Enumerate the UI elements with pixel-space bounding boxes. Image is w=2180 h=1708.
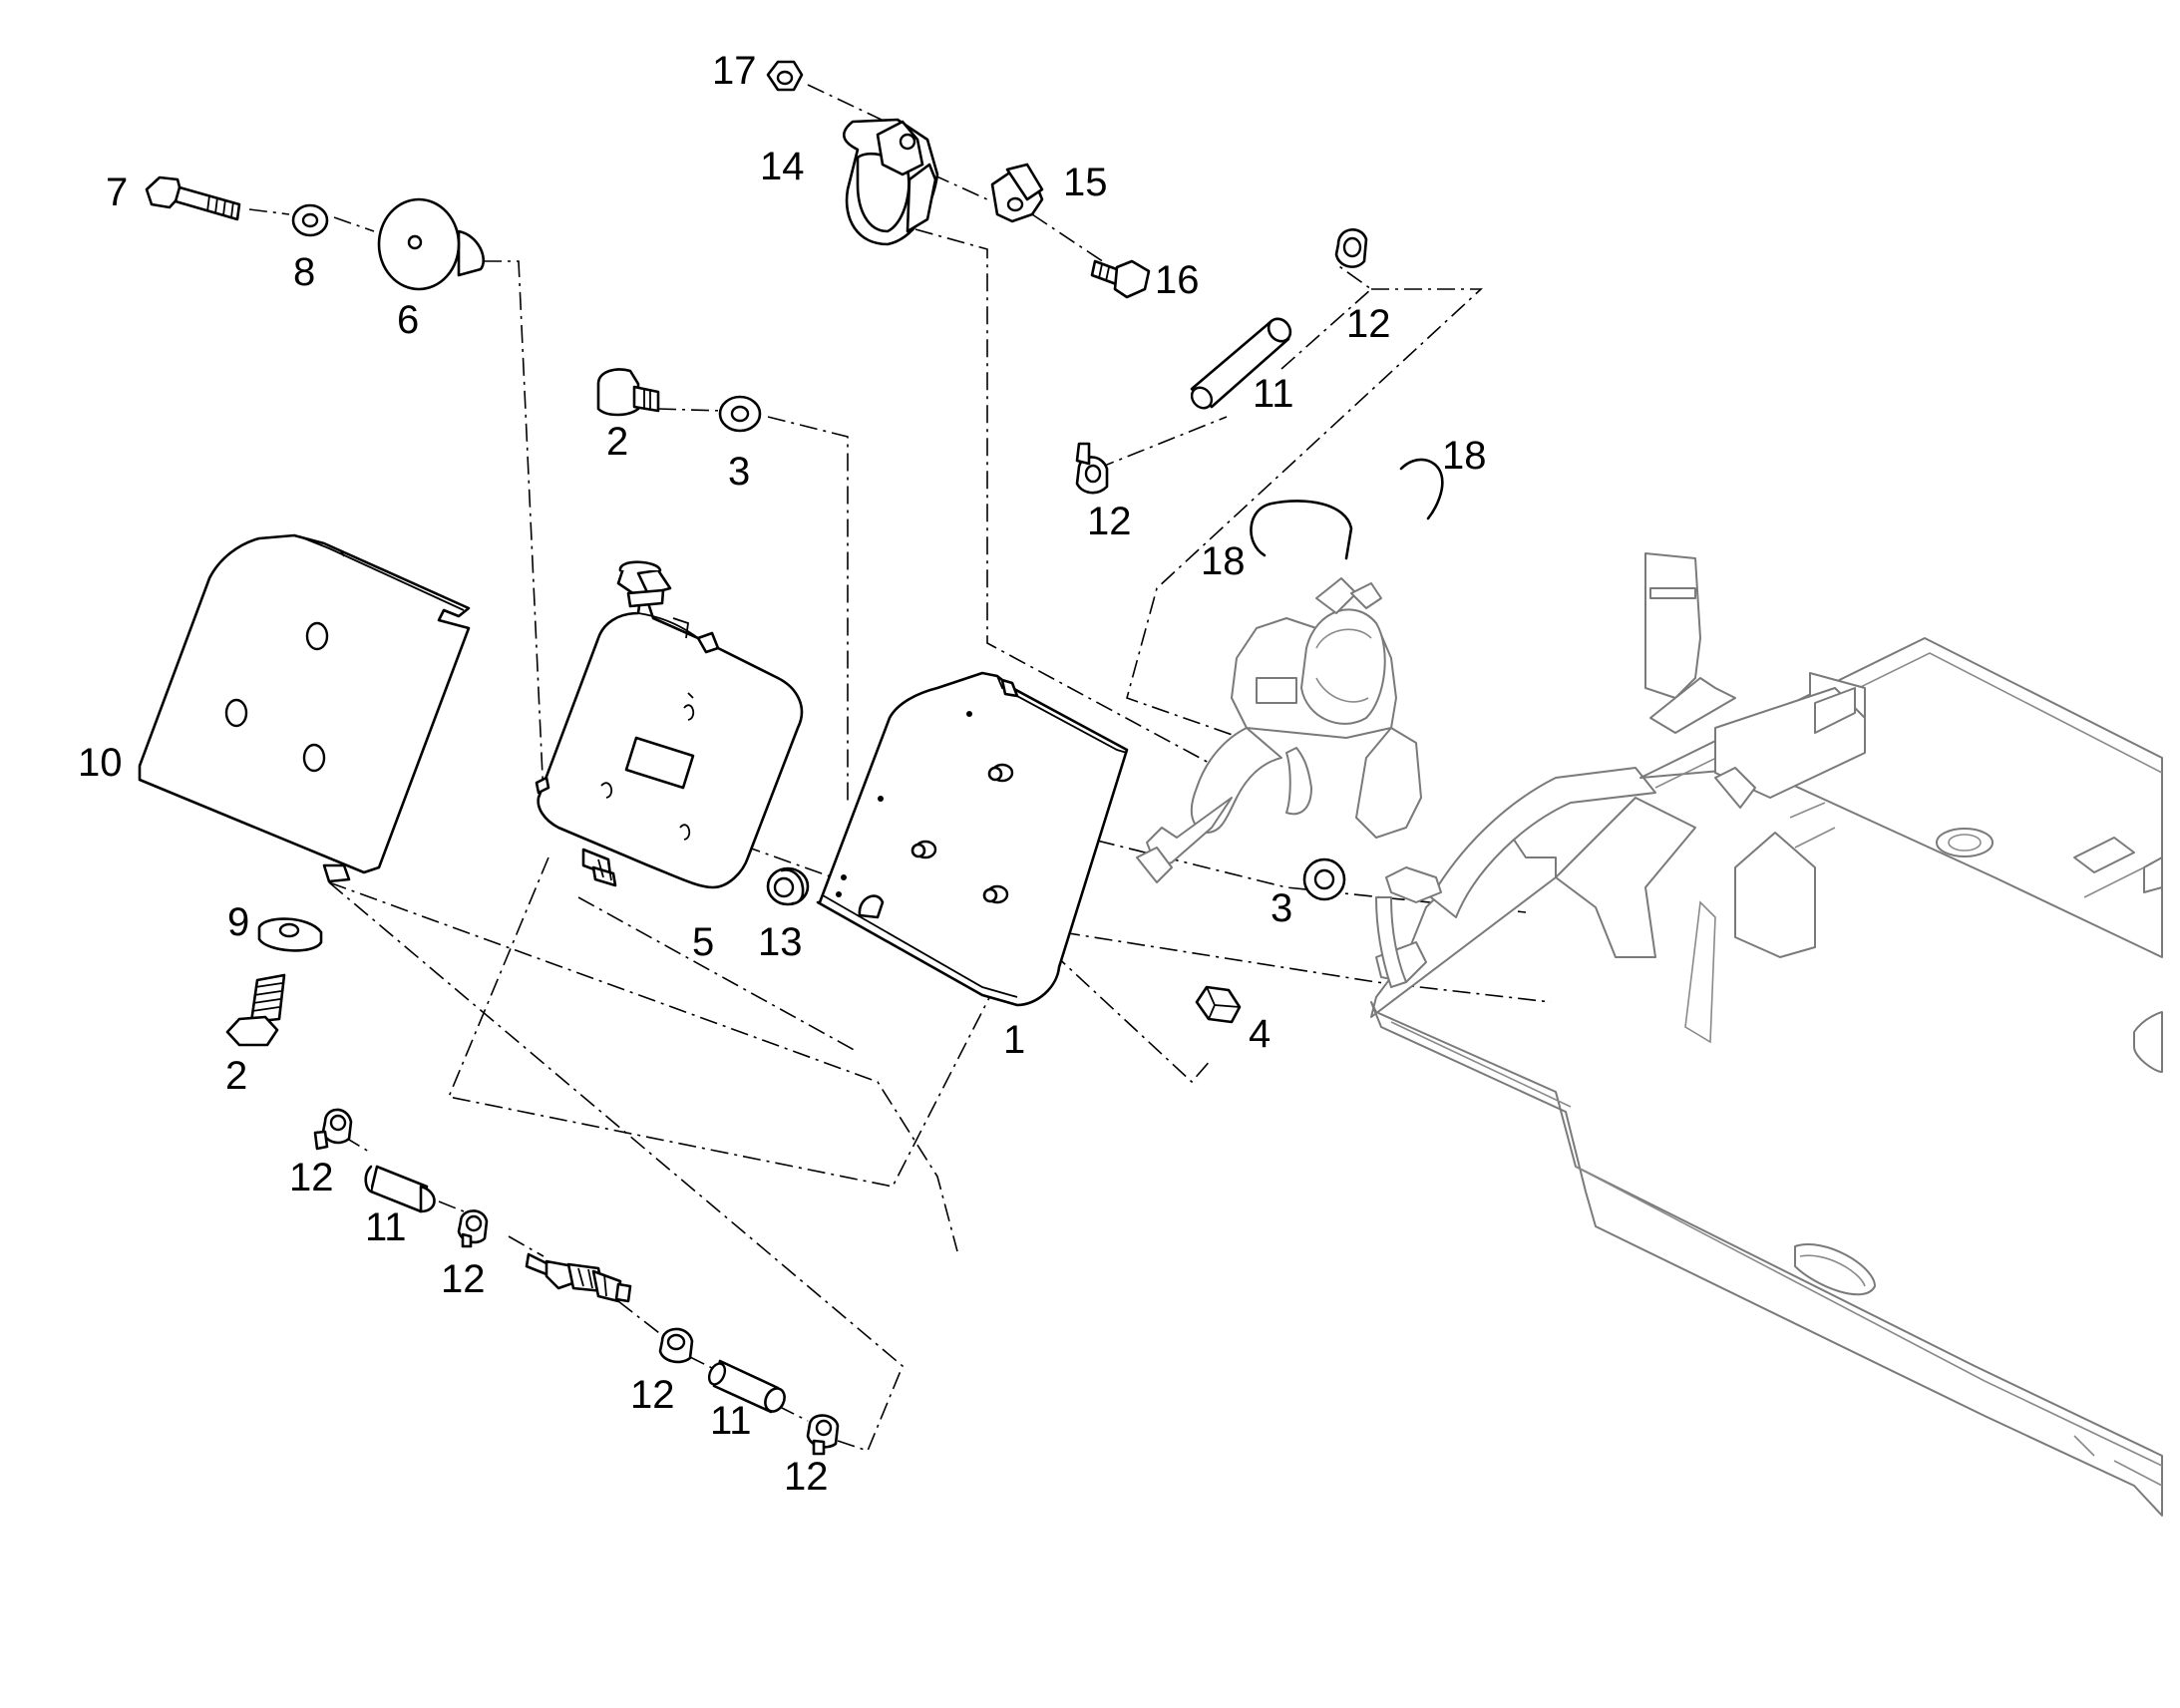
hose-clamp-12-mid xyxy=(1075,442,1109,495)
snap-ring-18-right xyxy=(1399,458,1444,520)
callout-12: 12 xyxy=(289,1156,334,1199)
callout-12: 12 xyxy=(441,1257,486,1301)
bolt-16 xyxy=(1090,259,1151,299)
callout-10: 10 xyxy=(78,741,123,785)
spacer-13 xyxy=(766,866,810,906)
callout-12: 12 xyxy=(1346,302,1391,346)
snap-ring-18-left xyxy=(1250,500,1353,560)
callout-8: 8 xyxy=(293,250,315,294)
callout-5: 5 xyxy=(692,920,714,964)
callout-12: 12 xyxy=(1087,500,1132,543)
machine-chassis-background xyxy=(1370,552,2163,1517)
hose-clamp-12-lower-3 xyxy=(658,1327,694,1364)
washer-9 xyxy=(257,917,323,952)
washer-8 xyxy=(291,203,329,237)
clamp-14 xyxy=(842,118,939,246)
hose-clamp-12-lower-4 xyxy=(806,1414,840,1456)
bolt-2-top xyxy=(596,368,660,417)
callout-7: 7 xyxy=(106,171,128,214)
fuel-filter xyxy=(525,1252,632,1303)
bolt-2-bottom xyxy=(225,973,286,1047)
nut-4 xyxy=(1195,985,1242,1024)
washer-3-right xyxy=(1302,857,1346,901)
callout-9: 9 xyxy=(227,900,249,944)
callout-11: 11 xyxy=(710,1399,752,1443)
callout-3: 3 xyxy=(1271,886,1292,930)
callout-16: 16 xyxy=(1155,258,1200,302)
callout-12: 12 xyxy=(784,1455,829,1499)
callout-3: 3 xyxy=(728,450,750,494)
callout-labels: 17 14 15 16 7 8 6 12 11 2 3 12 18 18 10 … xyxy=(78,49,1487,1499)
cover-plate-10 xyxy=(138,533,471,883)
hose-11-top xyxy=(1190,317,1292,410)
hose-11-lower-2 xyxy=(707,1359,786,1414)
mounting-plate-1 xyxy=(816,671,1129,1007)
callout-18: 18 xyxy=(1442,434,1487,478)
clip-15 xyxy=(990,163,1044,223)
washer-3-top xyxy=(718,395,762,433)
callout-11: 11 xyxy=(1253,372,1294,416)
callout-6: 6 xyxy=(397,298,419,342)
callout-13: 13 xyxy=(758,920,803,964)
hose-clamp-12-lower-1 xyxy=(313,1108,353,1151)
heater-assembly xyxy=(1136,577,1422,883)
callout-15: 15 xyxy=(1063,161,1108,204)
rubber-mount-6 xyxy=(377,197,486,291)
fuel-tank-5 xyxy=(535,560,804,889)
callout-2: 2 xyxy=(606,420,628,464)
callout-1: 1 xyxy=(1003,1018,1025,1062)
callout-14: 14 xyxy=(760,145,805,188)
hose-11-lower-1 xyxy=(364,1165,436,1213)
hose-clamp-12-lower-2 xyxy=(457,1209,489,1248)
callout-2: 2 xyxy=(225,1054,247,1098)
callout-4: 4 xyxy=(1249,1012,1271,1056)
callout-17: 17 xyxy=(712,49,757,93)
bolt-7 xyxy=(145,175,241,221)
callout-11: 11 xyxy=(365,1205,407,1249)
callout-18: 18 xyxy=(1201,539,1246,583)
hose-clamp-12-top xyxy=(1334,228,1368,268)
nut-17 xyxy=(766,60,804,92)
callout-12: 12 xyxy=(630,1373,675,1417)
